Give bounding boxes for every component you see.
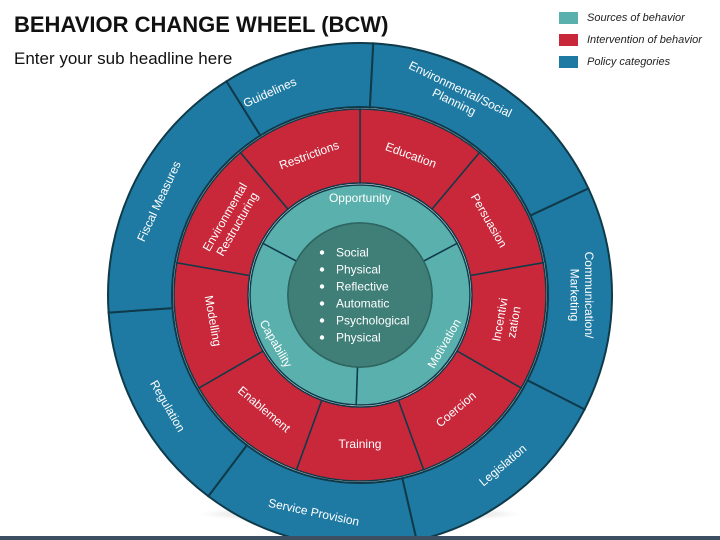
- intervention-label-training-line: Training: [339, 437, 382, 451]
- center-bullet-icon: [319, 318, 325, 323]
- policy-label-communication-marketing-line: Communication/: [582, 252, 596, 339]
- bottom-bar: [0, 536, 720, 540]
- policy-segment-guidelines: [225, 42, 375, 137]
- intervention-label-training: Training: [339, 437, 382, 451]
- intervention-label-incentivi-zation-line: zation: [504, 305, 523, 339]
- legend-swatch-intervention: [559, 34, 578, 46]
- page-title: BEHAVIOR CHANGE WHEEL (BCW): [14, 12, 389, 37]
- center-item-physical: Physical: [336, 263, 381, 277]
- legend-item-intervention: Intervention of behavior: [559, 29, 702, 51]
- center-bullet-icon: [319, 335, 325, 340]
- legend: Sources of behavior Intervention of beha…: [559, 7, 702, 73]
- center-bullet-icon: [319, 267, 325, 272]
- legend-label-policy: Policy categories: [587, 56, 671, 68]
- intervention-ring: EducationPersuasionIncentivizationCoerci…: [173, 108, 547, 482]
- policy-ring: Environmental/SocialPlanningCommunicatio…: [107, 42, 613, 540]
- center-bullet-icon: [319, 301, 325, 306]
- center-item-automatic: Automatic: [336, 297, 389, 311]
- center-item-psychological: Psychological: [336, 314, 409, 328]
- center-item-physical: Physical: [336, 331, 381, 345]
- center-circle: [287, 222, 433, 368]
- source-label-opportunity: Opportunity: [329, 191, 391, 205]
- page-subtitle: Enter your sub headline here: [14, 49, 233, 68]
- intervention-label-incentivi-zation: Incentivization: [489, 297, 524, 345]
- policy-label-communication-marketing: Communication/Marketing: [568, 252, 596, 339]
- legend-item-sources: Sources of behavior: [559, 7, 702, 29]
- intervention-segment-restrictions: [239, 108, 361, 211]
- center-item-reflective: Reflective: [336, 280, 389, 294]
- legend-label-intervention: Intervention of behavior: [587, 34, 702, 46]
- policy-label-communication-marketing-line: Marketing: [568, 269, 582, 322]
- center-bullet-icon: [319, 284, 325, 289]
- source-label-opportunity-line: Opportunity: [329, 191, 391, 205]
- policy-segment-legislation: [401, 379, 586, 540]
- center-hub: SocialPhysicalReflectiveAutomaticPsychol…: [287, 222, 433, 368]
- legend-item-policy: Policy categories: [559, 51, 702, 73]
- legend-label-sources: Sources of behavior: [587, 12, 685, 24]
- center-item-social: Social: [336, 246, 369, 260]
- legend-swatch-policy: [559, 56, 578, 68]
- legend-swatch-sources: [559, 12, 578, 24]
- center-bullet-icon: [319, 250, 325, 255]
